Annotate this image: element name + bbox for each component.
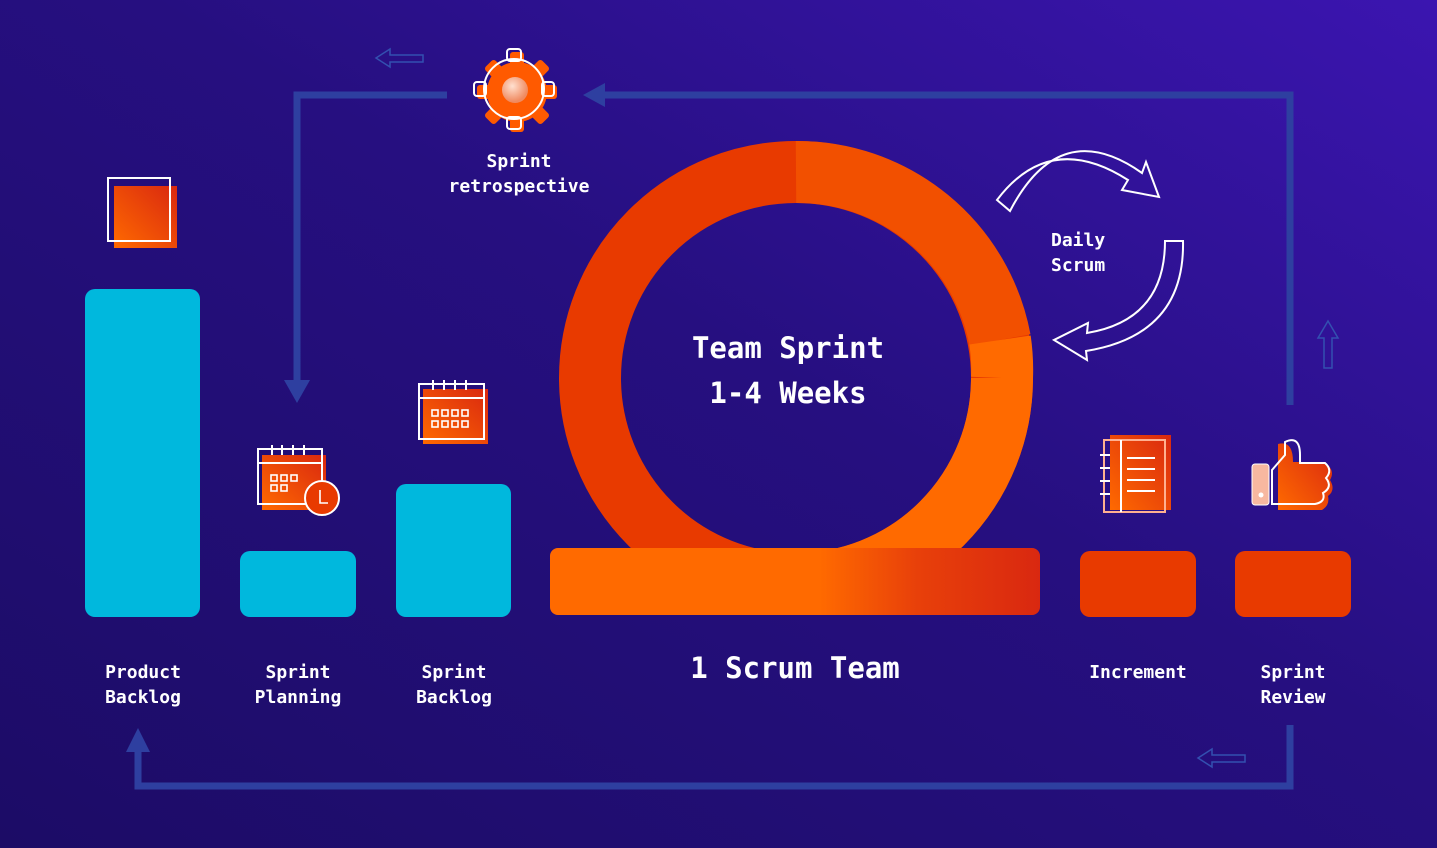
- center-title: Team Sprint: [692, 331, 884, 365]
- sprint-review-label-line1: Sprint: [1260, 662, 1325, 683]
- square-icon: [107, 177, 177, 248]
- product-backlog-label-line1: Product: [105, 662, 181, 683]
- retrospective-label-line1: Sprint: [486, 151, 551, 172]
- scrum-team-label: 1 Scrum Team: [690, 651, 900, 685]
- review-to-backlog-line: [134, 725, 1294, 790]
- arrowhead-left-icon: [583, 83, 605, 107]
- flow-lines: [134, 91, 1294, 790]
- team-sprint-ring: [550, 140, 1040, 615]
- center-duration: 1-4 Weeks: [709, 376, 866, 410]
- arrowhead-up-icon: [126, 728, 150, 752]
- hint-arrow-left-icon: [1196, 747, 1246, 769]
- increment-block: [1080, 551, 1196, 617]
- gear-icon: [460, 35, 574, 149]
- scrum-team-bar: [550, 548, 1040, 615]
- increment-label: Increment: [1089, 662, 1187, 683]
- hint-arrow-left-icon: [374, 47, 424, 69]
- thumbs-up-icon: [1251, 439, 1333, 510]
- retro-to-planning-line: [293, 91, 447, 385]
- calendar-icon: [418, 380, 488, 444]
- daily-scrum-label-line1: Daily: [1051, 230, 1105, 251]
- sprint-planning-label-line2: Planning: [255, 687, 342, 708]
- sprint-planning-block: [240, 551, 356, 617]
- product-backlog-block: [85, 289, 200, 617]
- cycle-arrows-icon: [995, 150, 1185, 362]
- sprint-backlog-block: [396, 484, 511, 617]
- sprint-review-label-line2: Review: [1260, 687, 1325, 708]
- daily-scrum-label-line2: Scrum: [1051, 255, 1105, 276]
- hint-arrow-up-icon: [1316, 319, 1340, 369]
- calendar-clock-icon: [257, 445, 340, 516]
- notebook-icon: [1100, 435, 1171, 513]
- sprint-backlog-label-line2: Backlog: [416, 687, 492, 708]
- retrospective-label-line2: retrospective: [449, 176, 590, 197]
- product-backlog-label-line2: Backlog: [105, 687, 181, 708]
- sprint-planning-label-line1: Sprint: [265, 662, 330, 683]
- review-to-retro-line: [600, 91, 1294, 405]
- sprint-backlog-label-line1: Sprint: [421, 662, 486, 683]
- arrowhead-down-icon: [284, 380, 310, 403]
- sprint-review-block: [1235, 551, 1351, 617]
